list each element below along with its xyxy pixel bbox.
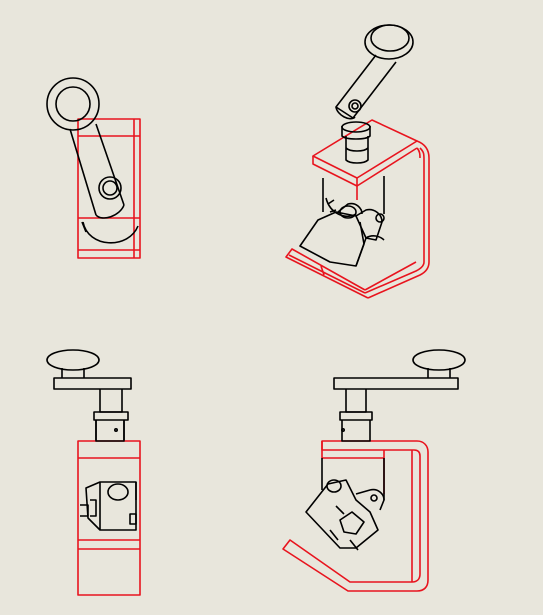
side-view [282, 349, 466, 592]
crank-handle-top-view [46, 77, 139, 244]
clamp-frame-isometric-view [285, 119, 430, 299]
clamp-frame-top-view [77, 118, 141, 259]
isometric-view [285, 24, 430, 299]
clamp-mechanism-side-view [305, 349, 466, 551]
clamp-mechanism-front-view [46, 349, 137, 531]
clamp-mechanism-isometric-view [299, 24, 414, 267]
top-view [46, 77, 141, 259]
front-view [46, 349, 141, 596]
